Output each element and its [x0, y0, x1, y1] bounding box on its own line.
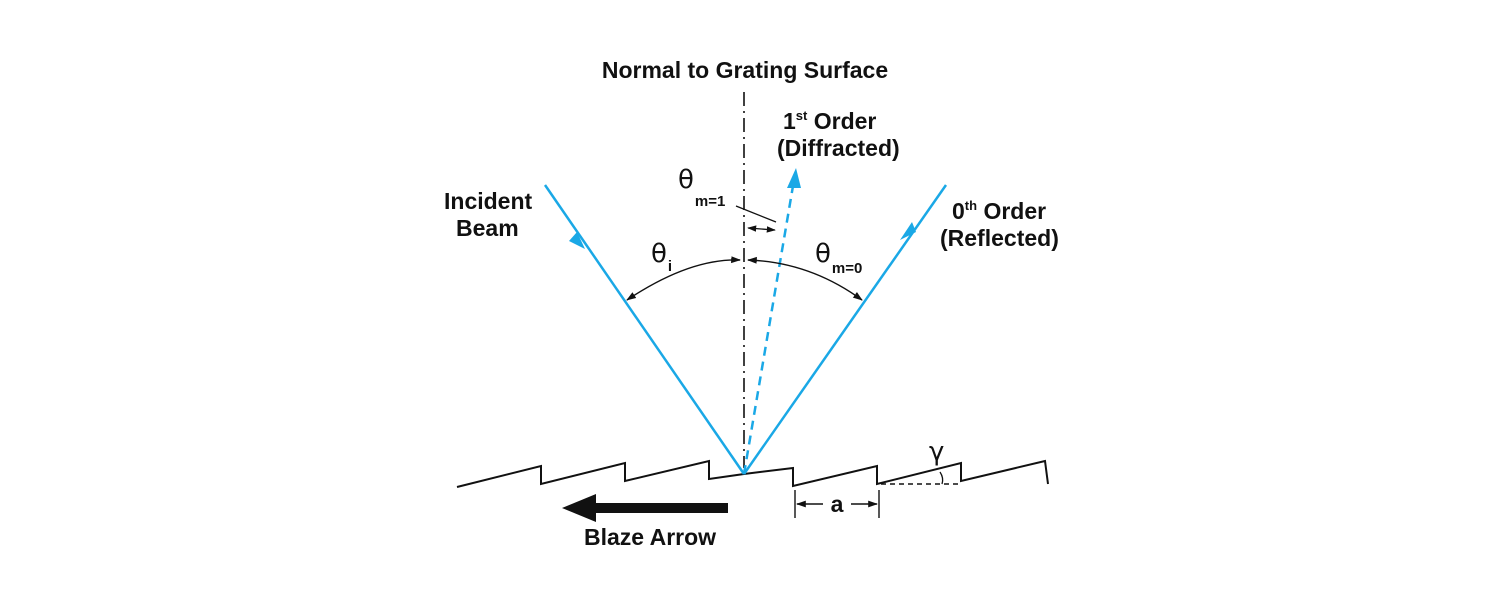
incident-label-line2: Beam — [456, 215, 519, 241]
blaze-arrow-shaft — [588, 503, 728, 513]
zeroth-order-word: Order — [977, 198, 1046, 224]
zeroth-order-label: 0th Order — [952, 198, 1046, 224]
zeroth-order-superscript: th — [965, 198, 977, 213]
theta-i-label: θi — [651, 239, 672, 275]
gamma-label: γ — [929, 437, 944, 467]
first-order-label: 1st Order — [783, 108, 876, 134]
zeroth-order-beam — [742, 184, 948, 475]
first-order-superscript: st — [796, 108, 808, 123]
theta-m0-subscript: m=0 — [832, 260, 862, 277]
grating-profile — [456, 459, 1049, 488]
first-order-beam — [742, 179, 796, 475]
incident-beam — [543, 184, 746, 475]
blaze-arrow-head — [562, 494, 596, 522]
theta-symbol: θ — [651, 239, 667, 269]
period-label: a — [831, 491, 844, 517]
theta-m1-arc — [747, 225, 776, 233]
theta-m1-label: θm=1 — [678, 165, 725, 210]
normal-label: Normal to Grating Surface — [602, 57, 888, 83]
theta-m1-leader — [735, 205, 777, 223]
theta-symbol: θ — [815, 239, 831, 269]
zeroth-order-sublabel: (Reflected) — [940, 225, 1059, 251]
first-order-sublabel: (Diffracted) — [777, 135, 900, 161]
theta-m1-subscript: m=1 — [695, 193, 725, 210]
first-order-word: Order — [807, 108, 876, 134]
theta-i-arc — [626, 256, 741, 301]
incident-label-line1: Incident — [444, 188, 533, 214]
zeroth-order-number: 0 — [952, 198, 965, 224]
blaze-arrow-label: Blaze Arrow — [584, 524, 716, 550]
first-order-number: 1 — [783, 108, 796, 134]
blaze-angle-arc — [939, 471, 944, 485]
theta-m0-arc — [747, 256, 863, 301]
theta-i-subscript: i — [668, 258, 672, 275]
zeroth-order-arrowhead — [900, 222, 916, 240]
incident-beam-arrowhead — [569, 232, 585, 249]
first-order-arrowhead — [787, 168, 801, 188]
theta-symbol: θ — [678, 165, 694, 195]
theta-m0-label: θm=0 — [815, 239, 862, 277]
